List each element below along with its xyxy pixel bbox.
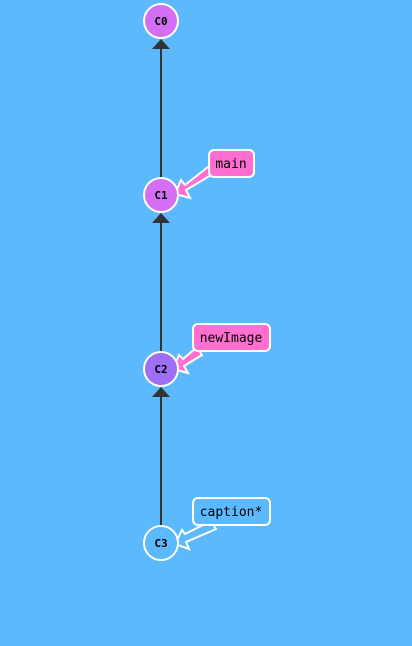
commit-circle [143,3,179,39]
branch-tag-bg [208,149,255,178]
edge-arrowhead-c2 [152,387,170,397]
branch-pointers [171,161,220,551]
edges [152,39,170,526]
commit-label: C3 [154,537,167,550]
branch-arrow-caption[interactable] [173,519,218,551]
branch-tag-bg [192,497,271,526]
branch-label: caption* [200,505,263,520]
branch-arrow-newimage[interactable] [171,345,204,375]
commit-label: C2 [154,363,167,376]
branch-tag-newimage[interactable]: newImage [192,323,271,352]
branch-tag-caption[interactable]: caption* [192,497,271,526]
commit-circle [143,351,179,387]
branch-label: newImage [200,331,263,346]
edge-arrowhead-c0 [152,39,170,49]
branch-tag-main[interactable]: main [208,149,255,178]
commit-node-c2[interactable]: C2 [143,351,179,387]
commit-label: C1 [154,189,168,202]
commit-circle [143,177,179,213]
commit-label: C0 [154,15,167,28]
commit-circle [143,525,179,561]
commit-node-c0[interactable]: C0 [143,3,179,39]
commit-node-c3[interactable]: C3 [143,525,179,561]
branch-label: main [215,157,246,172]
branch-tag-bg [192,323,271,352]
edge-arrowhead-c1 [152,213,170,223]
commit-node-c1[interactable]: C1 [143,177,179,213]
